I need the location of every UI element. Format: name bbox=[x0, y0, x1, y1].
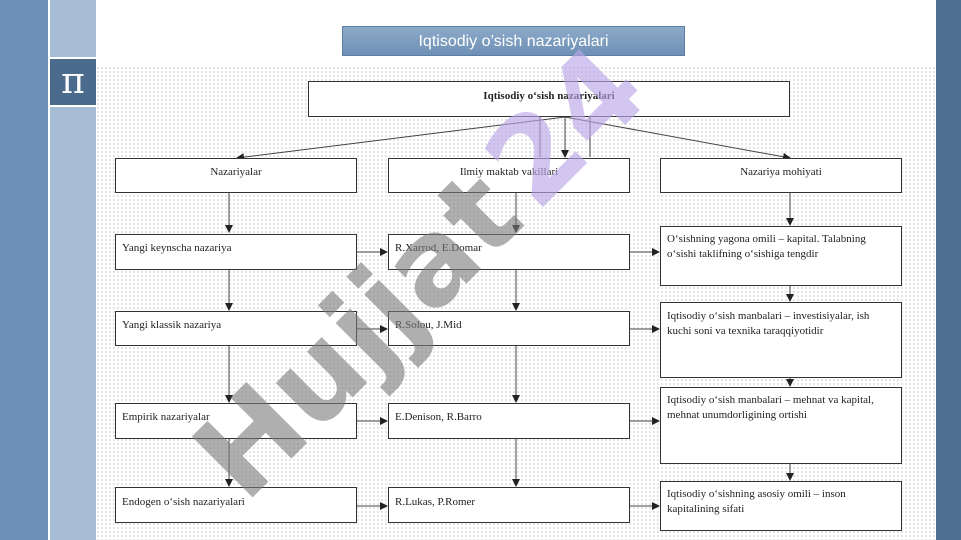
left-accent-bar bbox=[0, 0, 48, 540]
column-header-theories: Nazariyalar bbox=[115, 158, 357, 193]
theory-item: Empirik nazariyalar bbox=[115, 403, 357, 439]
pi-logo-icon: π bbox=[50, 57, 96, 107]
scholar-item: R.Xarrod, E.Domar bbox=[388, 234, 630, 270]
column-header-essence: Nazariya mohiyati bbox=[660, 158, 902, 193]
essence-item: Iqtisodiy o‘sish manbalari – investisiya… bbox=[660, 302, 902, 378]
essence-item: O‘sishning yagona omili – kapital. Talab… bbox=[660, 226, 902, 286]
left-divider-line bbox=[48, 0, 50, 540]
slide-title: Iqtisodiy o’sish nazariyalari bbox=[342, 26, 685, 56]
theory-item: Endogen o‘sish nazariyalari bbox=[115, 487, 357, 523]
essence-item: Iqtisodiy o‘sish manbalari – mehnat va k… bbox=[660, 387, 902, 464]
scholar-item: R.Solou, J.Mid bbox=[388, 311, 630, 346]
right-accent-bar bbox=[936, 0, 961, 540]
theory-item: Yangi klassik nazariya bbox=[115, 311, 357, 346]
theory-item: Yangi keynscha nazariya bbox=[115, 234, 357, 270]
root-node: Iqtisodiy o‘sish nazariyalari bbox=[308, 81, 790, 117]
essence-item: Iqtisodiy o‘sishning asosiy omili – inso… bbox=[660, 481, 902, 531]
scholar-item: E.Denison, R.Barro bbox=[388, 403, 630, 439]
column-header-scholars: Ilmiy maktab vakillari bbox=[388, 158, 630, 193]
scholar-item: R.Lukas, P.Romer bbox=[388, 487, 630, 523]
